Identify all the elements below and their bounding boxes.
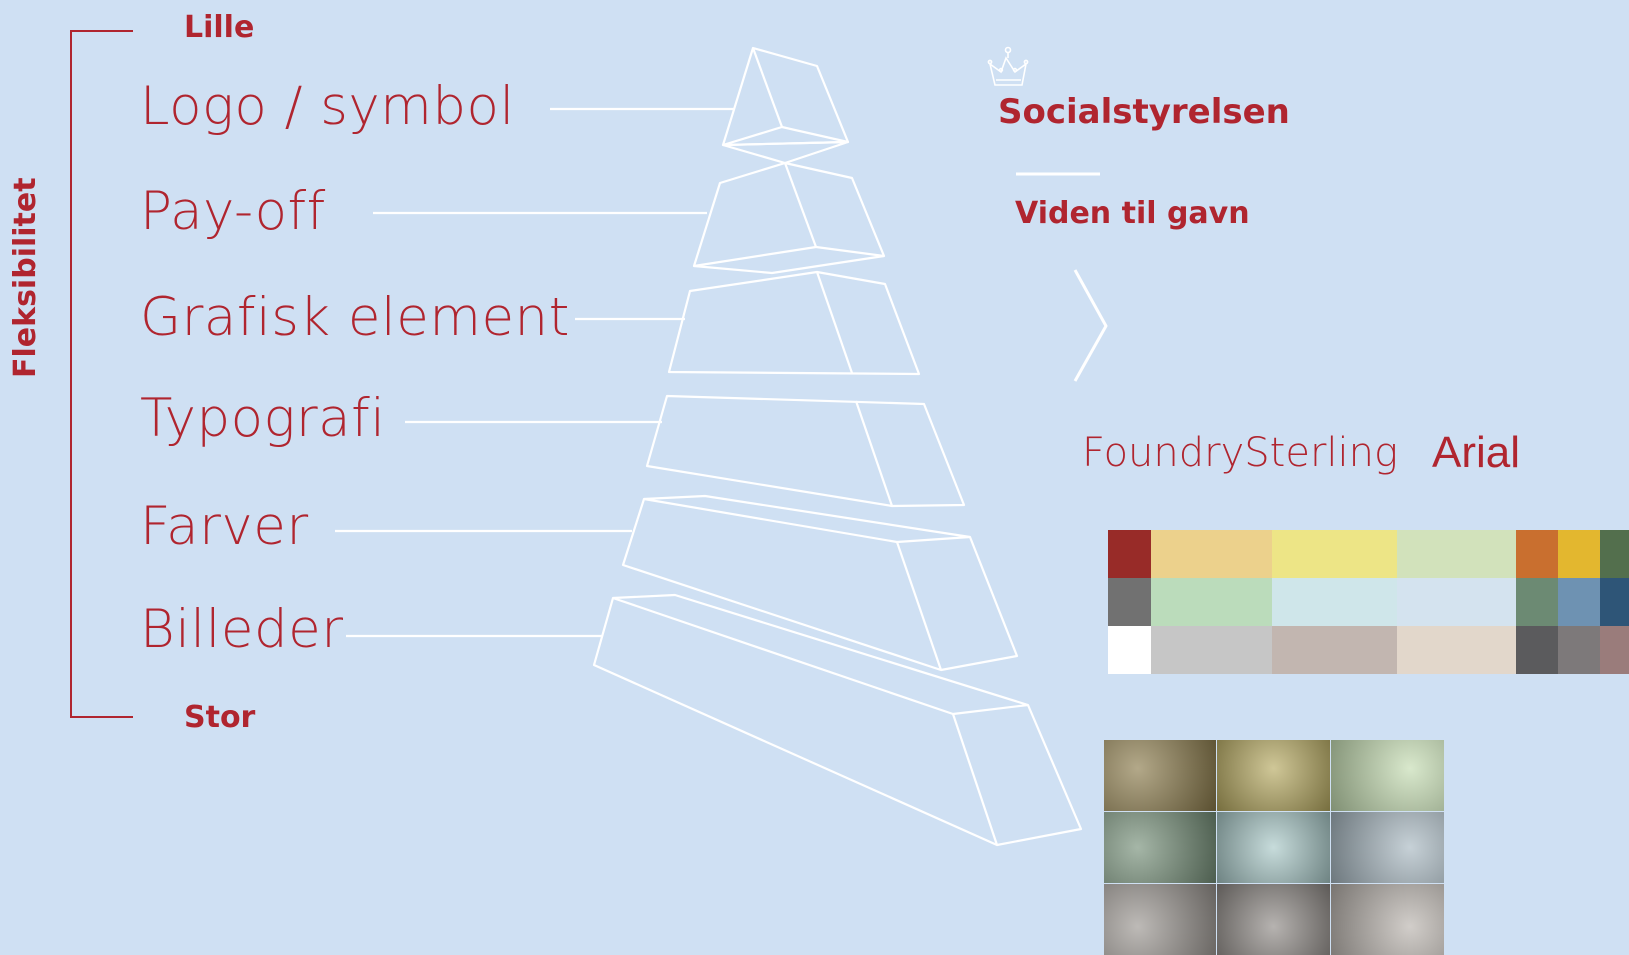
layer-label-colors: Farver — [140, 496, 309, 557]
color-swatch — [1108, 626, 1151, 674]
color-swatch — [1558, 530, 1600, 578]
color-swatch — [1397, 578, 1516, 626]
font-sample-primary: FoundrySterling — [1082, 430, 1398, 476]
brand-name: Socialstyrelsen — [998, 92, 1290, 132]
photo-thumbnail — [1217, 740, 1330, 811]
flexibility-bracket — [70, 30, 133, 718]
layer-label-typography: Typografi — [140, 388, 386, 449]
axis-top-label: Lille — [184, 10, 255, 45]
image-grid — [1104, 740, 1444, 955]
photo-thumbnail — [1104, 812, 1216, 883]
color-swatch — [1516, 578, 1558, 626]
color-swatch — [1272, 530, 1397, 578]
axis-bottom-label: Stor — [184, 700, 256, 735]
layer-label-payoff: Pay-off — [140, 181, 326, 242]
color-swatch — [1108, 530, 1151, 578]
chevron-graphic-element — [1073, 269, 1108, 382]
layer-label-graphic-element: Grafisk element — [140, 287, 570, 348]
connector-lines — [335, 107, 735, 638]
color-swatch — [1600, 530, 1629, 578]
color-swatch — [1516, 626, 1558, 674]
color-swatch — [1272, 626, 1397, 674]
photo-thumbnail — [1217, 884, 1330, 955]
photo-thumbnail — [1104, 740, 1216, 811]
color-swatch — [1600, 578, 1629, 626]
block-logo — [721, 46, 850, 165]
color-swatch — [1397, 530, 1516, 578]
block-colors — [621, 494, 1019, 672]
color-swatch — [1151, 626, 1272, 674]
color-swatch — [1397, 626, 1516, 674]
color-swatch — [1108, 578, 1151, 626]
color-swatch — [1516, 530, 1558, 578]
block-typography — [645, 394, 966, 508]
photo-thumbnail — [1331, 884, 1444, 955]
color-swatch — [1558, 626, 1600, 674]
color-swatch — [1272, 578, 1397, 626]
color-swatch — [1151, 578, 1272, 626]
photo-thumbnail — [1331, 740, 1444, 811]
color-palette — [1108, 530, 1629, 674]
brand-payoff: Viden til gavn — [1015, 196, 1250, 231]
layer-label-images: Billeder — [140, 599, 344, 660]
block-images — [592, 593, 1083, 847]
color-swatch — [1558, 578, 1600, 626]
layer-label-logo: Logo / symbol — [140, 76, 515, 137]
font-sample-secondary: Arial — [1432, 428, 1521, 477]
crown-icon — [987, 46, 1029, 86]
photo-thumbnail — [1331, 812, 1444, 883]
color-swatch — [1600, 626, 1629, 674]
block-payoff — [692, 161, 886, 275]
photo-thumbnail — [1104, 884, 1216, 955]
color-swatch — [1151, 530, 1272, 578]
photo-thumbnail — [1217, 812, 1330, 883]
block-graphic-element — [667, 270, 921, 376]
